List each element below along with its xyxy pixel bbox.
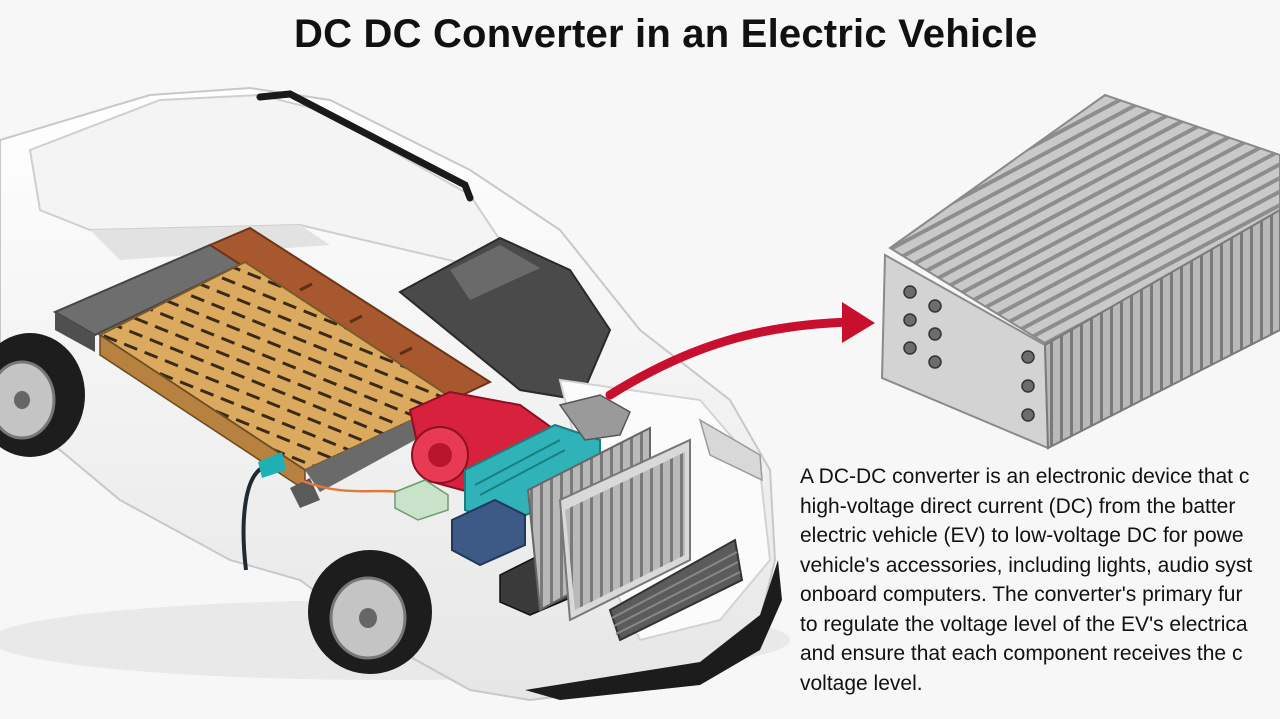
description-line: high-voltage direct current (DC) from th… [800,494,1236,518]
description-line: onboard computers. The converter's prima… [800,583,1243,606]
description-line: and ensure that each component receives … [800,642,1243,665]
charge-cable [241,466,264,571]
description-line: to regulate the voltage level of the EV'… [800,612,1248,636]
battery-pack-icon [52,226,493,508]
connector-ports [903,285,1035,422]
description-line: A DC-DC converter is an electronic devic… [800,465,1250,488]
roof-rail [256,90,474,202]
page-title: DC DC Converter in an Electric Vehicle [294,12,1038,56]
red-arrow-icon [605,302,875,400]
dc-dc-converter-icon [394,390,691,622]
converter-device-illustration [880,93,1280,450]
description-text: A DC-DC converter is an electronic devic… [800,462,1280,698]
windshield [398,236,612,402]
description-line: voltage level. [800,671,923,695]
rear-wheel [0,333,85,457]
description-line: vehicle's accessories, including lights,… [800,553,1253,577]
front-wheel [308,550,432,674]
description-line: electric vehicle (EV) to low-voltage DC … [800,524,1244,547]
grille [608,538,744,642]
